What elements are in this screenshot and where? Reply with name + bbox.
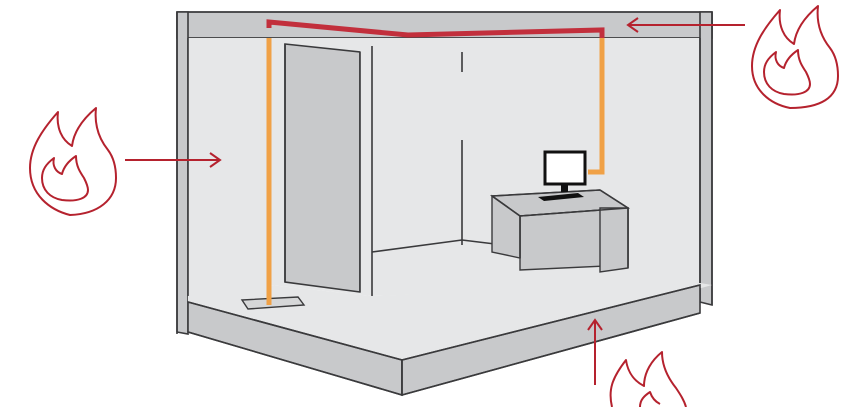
floor-outlet: [240, 296, 306, 310]
flame-icon: [609, 351, 687, 407]
floor: [187, 283, 712, 397]
partition-wall: [284, 43, 373, 296]
right-cable-orange: [588, 38, 605, 175]
arrow-bottom: [587, 318, 603, 385]
desk-icon: [489, 189, 631, 273]
flame-icon: [29, 107, 117, 216]
right-wall: [699, 11, 713, 307]
flame-icon: [751, 5, 839, 109]
left-wall: [176, 11, 270, 335]
cable-route: [266, 19, 605, 305]
ceiling-cable-red: [266, 19, 605, 38]
arrow-left: [125, 152, 222, 168]
arrow-top-right: [626, 17, 745, 33]
monitor-icon: [538, 150, 587, 201]
